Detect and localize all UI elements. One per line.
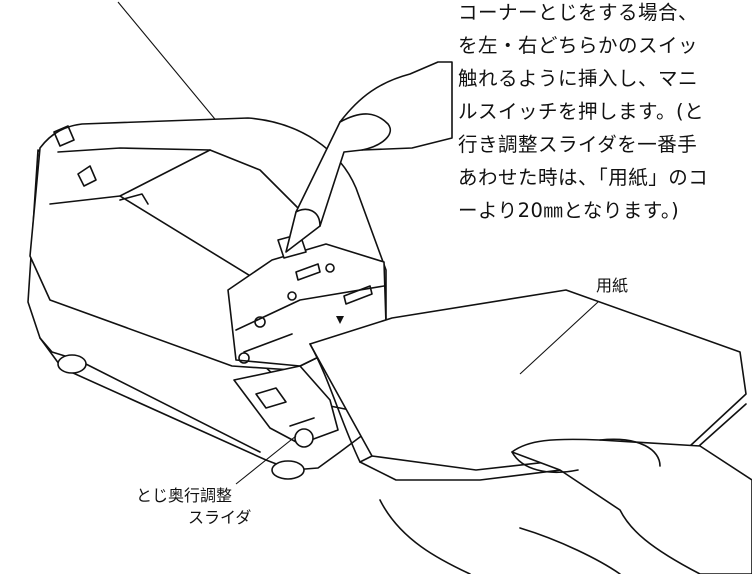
instruction-line-4: ルスイッチを押します。(と [458,100,705,123]
back-switch [53,125,75,147]
head-slot-1 [295,263,321,281]
head-line-2 [243,333,293,353]
head-dot-2 [287,291,297,301]
hand-upper-thumb [339,113,391,151]
hand-lower [511,438,752,574]
instruction-line-7: ーより20㎜となります。) [458,199,680,222]
slider-plate [233,365,339,445]
hand-upper [285,61,453,253]
foot-right [271,460,305,480]
hand-lower-knuckle [599,438,661,467]
head-slot-2 [343,285,373,305]
paper-label: 用紙 [596,276,629,295]
head-screw-2 [238,352,250,364]
instruction-line-2: を左・右どちらかのスイッ [458,34,699,57]
hand-bottom-left [379,499,471,574]
slider-label-line1: とじ奥行調整 [136,486,233,505]
hand-bottom-edge [519,527,621,574]
leader-line-paper [519,301,599,375]
hand-lower-thumb [511,451,579,474]
slider-label-line2: スライダ [188,508,252,527]
paper-inner-edge [309,343,361,463]
paper-stack [309,289,747,471]
instruction-line-1: コーナーとじをする場合、 [458,1,699,24]
hand-upper-fingertip [295,208,321,227]
housing-notch [119,193,149,205]
slider-slot [255,387,287,409]
instruction-line-5: 行き調整スライダを一番手 [458,133,698,156]
slider-knob [294,428,314,448]
leader-line-slider [235,435,297,485]
head-dot-1 [325,263,335,273]
housing-knob [77,165,97,187]
foot-left [57,354,87,374]
arrow-marker [336,316,344,324]
slider-mark [289,417,315,427]
instruction-line-6: あわせた時は、「用紙」のコ [458,166,709,189]
instruction-line-3: 触れるように挿入し、マニ [458,67,699,90]
head-screw [254,316,266,328]
